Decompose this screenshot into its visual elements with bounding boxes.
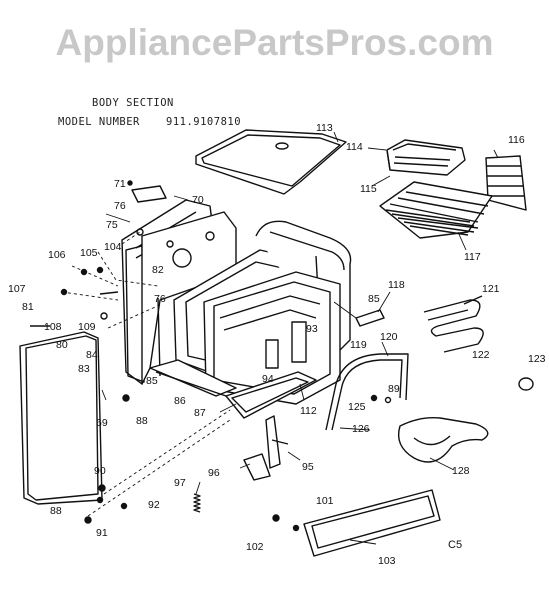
part-side-panel xyxy=(485,155,527,211)
callout-75: 75 xyxy=(106,219,118,231)
callout-87: 87 xyxy=(194,407,206,419)
callout-89: 89 xyxy=(388,383,400,395)
part-vent-trim xyxy=(127,180,167,203)
callout-114: 114 xyxy=(346,141,363,153)
part-oven-rack xyxy=(379,181,493,239)
callout-83: 83 xyxy=(78,363,90,375)
callout-96: 96 xyxy=(208,467,220,479)
small-fasteners xyxy=(30,266,392,532)
callout-80: 80 xyxy=(56,339,68,351)
callout-76-top: 76 xyxy=(114,200,126,212)
callout-84: 84 xyxy=(86,349,98,361)
callout-90: 90 xyxy=(94,465,106,477)
callout-112: 112 xyxy=(300,405,317,417)
callout-86: 86 xyxy=(174,395,186,407)
callout-76: 76 xyxy=(154,293,166,305)
callout-109: 109 xyxy=(78,321,96,333)
callout-117: 117 xyxy=(464,251,481,263)
part-door-frame xyxy=(225,371,317,419)
callout-101: 101 xyxy=(316,495,334,507)
callout-125: 125 xyxy=(348,401,366,413)
callout-93: 93 xyxy=(306,323,318,335)
part-screw-121 xyxy=(463,295,483,305)
callout-92: 92 xyxy=(148,499,160,511)
model-label: MODEL NUMBER xyxy=(58,116,140,128)
leader-lines-solid xyxy=(101,131,499,545)
callout-94: 94 xyxy=(262,373,274,385)
callout-118: 118 xyxy=(388,279,405,291)
section-title: BODY SECTION xyxy=(92,97,174,109)
callout-126: 126 xyxy=(352,423,370,435)
part-hinge xyxy=(243,415,289,481)
part-knob xyxy=(518,377,534,391)
model-number: 911.9107810 xyxy=(166,116,242,128)
callout-113: 113 xyxy=(316,122,333,134)
callout-106: 106 xyxy=(48,249,66,261)
part-trim-strip xyxy=(355,309,385,327)
callout-70: 70 xyxy=(192,194,204,206)
leader-lines xyxy=(61,231,231,517)
part-top-panel xyxy=(195,129,347,195)
callout-69: 69 xyxy=(96,417,108,429)
callout-104: 104 xyxy=(104,241,122,253)
part-bake-element xyxy=(423,299,484,353)
callout-105: 105 xyxy=(80,247,98,259)
callout-121: 121 xyxy=(482,283,500,295)
callout-115: 115 xyxy=(360,183,377,195)
callout-122: 122 xyxy=(472,349,490,361)
callout-labels: 113 114 116 115 117 71 70 76 75 105 104 … xyxy=(8,122,546,567)
page-code: C5 xyxy=(448,539,462,551)
callout-91: 91 xyxy=(96,527,108,539)
callout-85: 85 xyxy=(368,293,380,305)
watermark-text: AppliancePartsPros.com xyxy=(55,22,494,63)
part-broiler-pan xyxy=(386,139,466,176)
callout-81: 81 xyxy=(22,301,34,313)
callout-123: 123 xyxy=(528,353,546,365)
part-broil-element xyxy=(397,416,489,463)
callout-103: 103 xyxy=(378,555,396,567)
callout-120: 120 xyxy=(380,331,398,343)
callout-116: 116 xyxy=(508,134,525,146)
callout-107: 107 xyxy=(8,283,26,295)
callout-88: 88 xyxy=(136,415,148,427)
part-bottom-tray xyxy=(149,359,237,397)
callout-82: 82 xyxy=(152,264,164,276)
part-spring xyxy=(193,493,201,513)
callout-95: 95 xyxy=(302,461,314,473)
callout-119: 119 xyxy=(350,339,367,351)
callout-128: 128 xyxy=(452,465,470,477)
callout-88-lower: 88 xyxy=(50,505,62,517)
part-door-gasket xyxy=(325,353,409,431)
callout-108: 108 xyxy=(44,321,62,333)
part-kick-panel xyxy=(303,489,441,557)
callout-102: 102 xyxy=(246,541,264,553)
callout-85-lower: 85 xyxy=(146,375,158,387)
callout-71: 71 xyxy=(114,178,126,190)
callout-97: 97 xyxy=(174,477,186,489)
